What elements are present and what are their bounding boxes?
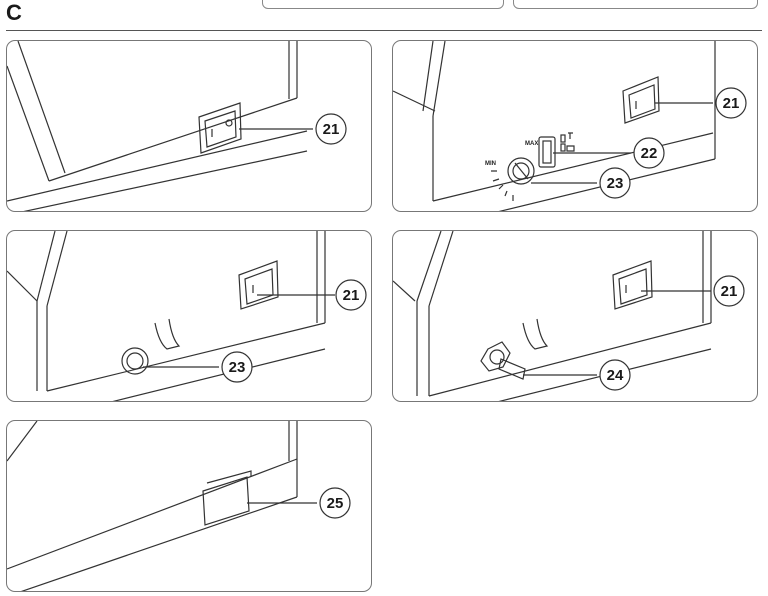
callout-circle bbox=[319, 487, 351, 519]
dial-scale-ticks bbox=[491, 170, 514, 201]
rocker-switch-inner bbox=[204, 110, 237, 148]
housing-edge bbox=[428, 231, 454, 307]
housing-edge bbox=[48, 97, 298, 182]
toggle-symbol-heat bbox=[566, 145, 575, 152]
housing-edge bbox=[393, 280, 416, 302]
housing-edge bbox=[7, 130, 308, 202]
housing-edge bbox=[17, 41, 66, 174]
callout-21: 21 bbox=[723, 95, 740, 112]
toggle-symbol bbox=[560, 134, 566, 143]
housing-edge bbox=[46, 322, 326, 392]
housing-edge bbox=[7, 458, 298, 570]
temperature-dial-knob bbox=[512, 162, 530, 180]
panel-button-illustration: 25 bbox=[7, 421, 351, 591]
callout-25: 25 bbox=[327, 495, 344, 512]
dial-label-min: MIN bbox=[485, 161, 496, 167]
top-rule bbox=[6, 30, 762, 31]
housing-edge bbox=[416, 231, 442, 302]
rocker-switch bbox=[612, 260, 653, 310]
dial-label-max: MAX bbox=[525, 141, 538, 147]
callout-circle bbox=[315, 113, 347, 145]
housing-edge bbox=[428, 322, 712, 397]
toggle-switch bbox=[538, 136, 556, 168]
rocker-switch-inner bbox=[618, 268, 648, 305]
housing-recess bbox=[522, 318, 549, 350]
housing-edge bbox=[20, 496, 298, 591]
housing-edge bbox=[112, 348, 326, 401]
callout-23: 23 bbox=[229, 359, 246, 376]
temperature-dial-pointer bbox=[514, 162, 529, 180]
housing-edge bbox=[393, 90, 436, 112]
housing-edge bbox=[7, 421, 38, 462]
control-dial bbox=[121, 347, 149, 375]
housing-edge bbox=[7, 270, 38, 302]
panel-switch-dial-illustration: 21 23 bbox=[7, 231, 367, 401]
temperature-dial bbox=[507, 157, 535, 185]
hose-fitting-nozzle bbox=[498, 358, 526, 380]
toggle-switch-inner bbox=[542, 140, 552, 164]
callout-circle bbox=[221, 351, 253, 383]
housing-edge bbox=[46, 231, 68, 307]
callout-circle bbox=[715, 87, 747, 119]
callout-circle bbox=[599, 359, 631, 391]
control-dial-knob bbox=[126, 352, 144, 370]
hose-fitting bbox=[489, 349, 505, 365]
callout-circle bbox=[713, 275, 745, 307]
callout-24: 24 bbox=[607, 367, 624, 384]
panel-switch-dial: 21 23 bbox=[6, 230, 372, 402]
callout-21: 21 bbox=[343, 287, 360, 304]
housing-recess bbox=[154, 318, 181, 350]
panel-controls: MAX MIN 21 22 23 bbox=[392, 40, 758, 212]
callout-circle bbox=[633, 137, 665, 169]
rocker-switch bbox=[622, 76, 660, 124]
top-tab-left bbox=[262, 0, 504, 9]
housing-edge bbox=[36, 231, 56, 302]
housing-edge bbox=[432, 41, 446, 117]
toggle-symbol-fan bbox=[568, 132, 573, 139]
panel-switch: 21 bbox=[6, 40, 372, 212]
housing-edge bbox=[422, 41, 434, 112]
panel-switch-fitting-illustration: 21 24 bbox=[393, 231, 745, 401]
toggle-symbol bbox=[560, 143, 566, 152]
panel-switch-fitting: 21 24 bbox=[392, 230, 758, 402]
push-button-top bbox=[206, 470, 252, 484]
callout-circle bbox=[599, 167, 631, 199]
panel-button: 25 bbox=[6, 420, 372, 592]
section-letter: C bbox=[6, 0, 22, 25]
rocker-switch-inner bbox=[628, 84, 656, 119]
panel-controls-illustration: MAX MIN 21 22 23 bbox=[393, 41, 747, 211]
callout-22: 22 bbox=[641, 145, 658, 162]
switch-off-mark bbox=[225, 119, 233, 127]
hose-fitting-nut bbox=[480, 341, 511, 372]
housing-edge bbox=[7, 65, 50, 182]
rocker-switch bbox=[198, 102, 242, 154]
top-tab-right bbox=[513, 0, 758, 9]
push-button bbox=[202, 476, 250, 526]
rocker-switch bbox=[238, 260, 279, 310]
housing-edge bbox=[432, 132, 714, 202]
rocker-switch-inner bbox=[244, 268, 274, 305]
callout-circle bbox=[335, 279, 367, 311]
callout-21: 21 bbox=[323, 121, 340, 138]
housing-edge bbox=[23, 150, 308, 211]
panel-switch-illustration: 21 bbox=[7, 41, 347, 211]
callout-23: 23 bbox=[607, 175, 624, 192]
callout-21: 21 bbox=[721, 283, 738, 300]
